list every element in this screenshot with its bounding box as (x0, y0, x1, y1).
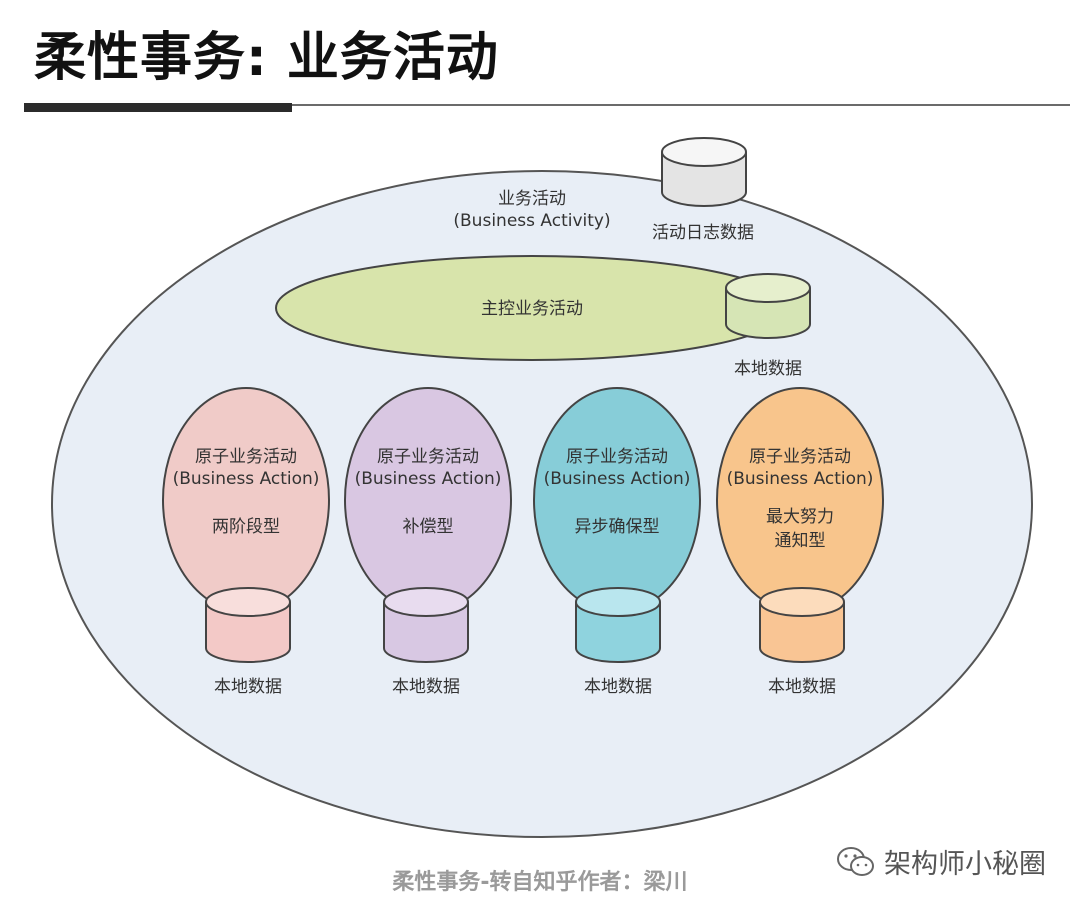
master-local-database (725, 273, 811, 339)
business-activity-title: 业务活动 (498, 189, 566, 209)
business-action-title: 原子业务活动 (195, 447, 297, 467)
local-database-label: 本地数据 (584, 677, 652, 697)
business-action-subtitle: (Business Action) (544, 469, 691, 489)
business-action-title: 原子业务活动 (377, 447, 479, 467)
business-action-async-guarantee: 原子业务活动 (Business Action) 异步确保型 本地数据 (533, 387, 701, 697)
title-underline (24, 104, 1070, 106)
master-local-database-label: 本地数据 (734, 359, 802, 379)
business-action-title: 原子业务活动 (566, 447, 668, 467)
footer-credit: 柔性事务-转自知乎作者：梁川 (392, 870, 688, 895)
business-action-type-line2: 通知型 (775, 531, 826, 551)
master-activity-label: 主控业务活动 (481, 299, 583, 319)
business-activity-subtitle: (Business Activity) (453, 211, 610, 231)
business-action-type: 补偿型 (403, 517, 454, 537)
business-action-subtitle: (Business Action) (727, 469, 874, 489)
page-title: 柔性事务: 业务活动 (34, 28, 499, 88)
business-action-subtitle: (Business Action) (355, 469, 502, 489)
business-action-subtitle: (Business Action) (173, 469, 320, 489)
watermark-text: 架构师小秘圈 (884, 849, 1046, 880)
local-database-label: 本地数据 (392, 677, 460, 697)
business-action-compensation: 原子业务活动 (Business Action) 补偿型 本地数据 (344, 387, 512, 697)
business-action-type: 两阶段型 (212, 517, 280, 537)
local-database-label: 本地数据 (768, 677, 836, 697)
activity-log-database-label: 活动日志数据 (652, 223, 754, 243)
business-action-title: 原子业务活动 (749, 447, 851, 467)
business-action-two-phase: 原子业务活动 (Business Action) 两阶段型 本地数据 (162, 387, 330, 697)
business-action-type: 最大努力 (766, 507, 834, 527)
activity-log-database (661, 137, 747, 207)
title-underline-accent (24, 103, 292, 112)
business-action-type: 异步确保型 (575, 517, 660, 537)
local-database-label: 本地数据 (214, 677, 282, 697)
wechat-icon (837, 846, 874, 876)
watermark: 架构师小秘圈 (836, 842, 1046, 881)
business-action-best-effort: 原子业务活动 (Business Action) 最大努力 通知型 本地数据 (716, 387, 884, 697)
